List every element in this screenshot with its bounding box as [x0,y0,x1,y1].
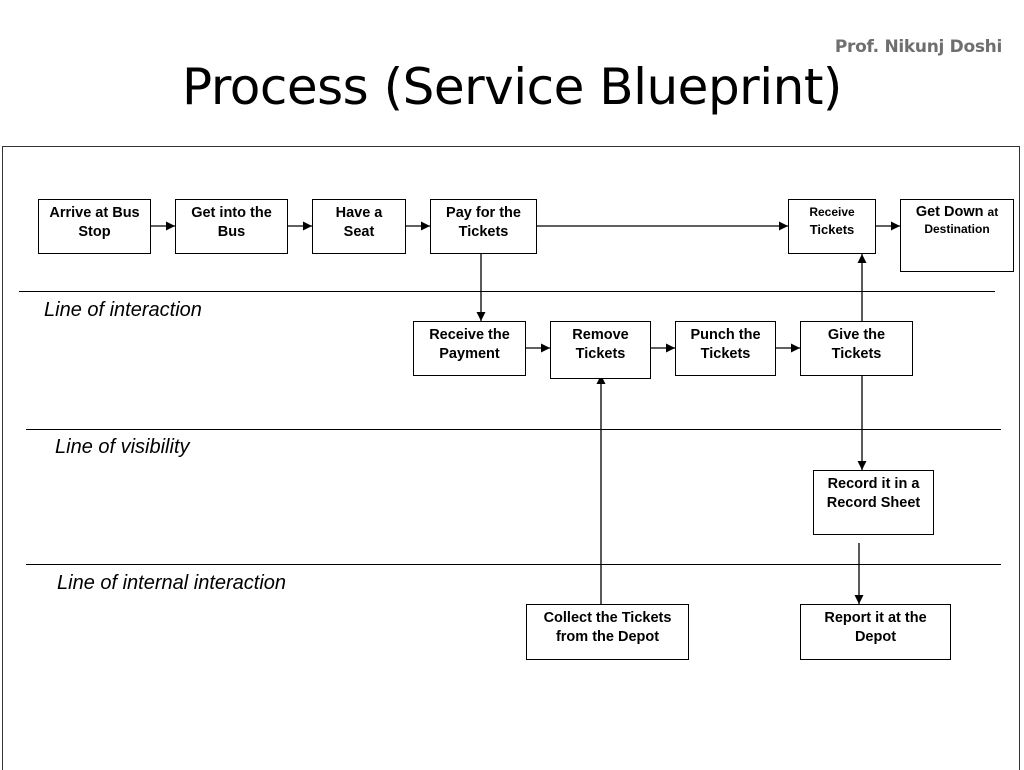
step-arrive-at-bus-stop: Arrive at Bus Stop [38,199,151,254]
line-of-visibility-label: Line of visibility [55,436,190,458]
author-name: Prof. Nikunj Doshi [834,37,1002,57]
step-have-a-seat: Have a Seat [312,199,406,254]
step-record-in-sheet: Record it in a Record Sheet [813,470,934,535]
step-get-into-bus: Get into the Bus [175,199,288,254]
line-of-interaction-label: Line of interaction [44,299,202,321]
step-report-at-depot: Report it at the Depot [800,604,951,660]
line-of-internal-interaction-label: Line of internal interaction [57,572,287,594]
step-remove-tickets: Remove Tickets [550,321,651,379]
blueprint-frame [2,146,1020,770]
step-collect-tickets-from-depot: Collect the Tickets from the Depot [526,604,689,660]
step-give-tickets: Give the Tickets [800,321,913,376]
line-of-interaction [19,291,995,292]
step-receive-payment: Receive the Payment [413,321,526,376]
step-receive-tickets: Receive Tickets [788,199,876,254]
step-get-down-at-destination: Get Down at Destination [900,199,1014,272]
step-punch-tickets: Punch the Tickets [675,321,776,376]
slide-title: Process (Service Blueprint) [182,58,842,116]
line-of-visibility [26,429,1001,430]
step-pay-for-tickets: Pay for the Tickets [430,199,537,254]
line-of-internal-interaction [26,564,1001,565]
